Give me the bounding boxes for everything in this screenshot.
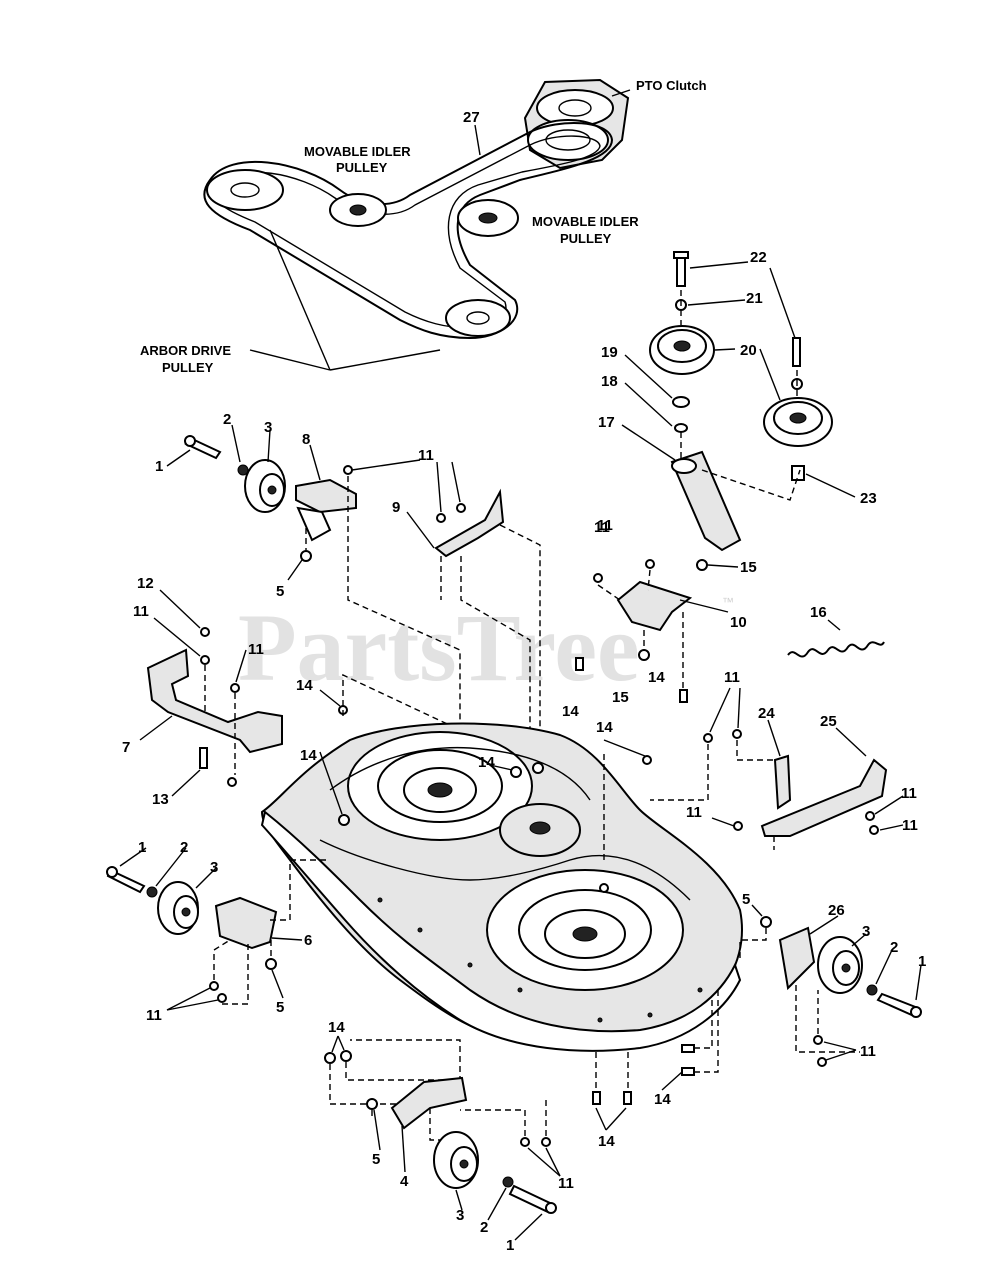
callout-numbers: 27 22 21 20 19 18 23 17 15 11 10 16 9 8 … xyxy=(122,109,926,1254)
callout: 5 xyxy=(276,583,284,600)
callout: 7 xyxy=(122,739,130,756)
bottom-wheel-assembly xyxy=(324,1035,561,1241)
callout: 18 xyxy=(601,373,618,390)
brackets-24-25 xyxy=(650,687,904,850)
callout: 19 xyxy=(601,344,618,361)
caption-pto-clutch: PTO Clutch xyxy=(636,78,707,93)
callout: 14 xyxy=(478,754,495,771)
callout: 1 xyxy=(155,458,163,475)
callout: 14 xyxy=(300,747,317,764)
callout: 15 xyxy=(740,559,757,576)
caption-movable-idler-right-line2: PULLEY xyxy=(560,231,612,246)
callout: 2 xyxy=(223,411,231,428)
callout: 2 xyxy=(890,939,898,956)
callout: 11 xyxy=(686,804,702,821)
belt-assembly xyxy=(203,78,631,371)
callout: 11 xyxy=(901,785,917,802)
callout: 3 xyxy=(862,923,870,940)
movable-idler-pulley-right xyxy=(457,199,519,237)
callout: 11 xyxy=(724,669,740,686)
callout: 26 xyxy=(828,902,845,919)
caption-movable-idler-right-line1: MOVABLE IDLER xyxy=(532,214,639,229)
callout: 24 xyxy=(758,705,775,722)
callout: 6 xyxy=(304,932,312,949)
callout: 10 xyxy=(730,614,747,631)
caption-arbor-drive-line1: ARBOR DRIVE xyxy=(140,343,231,358)
callout: 11 xyxy=(902,817,918,834)
callout: 22 xyxy=(750,249,767,266)
left-front-wheel-assembly xyxy=(106,847,330,1011)
watermark: PartsTree xyxy=(238,594,640,701)
watermark-trademark: ™ xyxy=(722,595,734,609)
callout: 14 xyxy=(648,669,665,686)
callout: 1 xyxy=(918,953,926,970)
callout: 14 xyxy=(598,1133,615,1150)
callout: 9 xyxy=(392,499,400,516)
callout: 4 xyxy=(400,1173,409,1190)
left-rear-wheel-assembly xyxy=(166,424,357,581)
callout: 1 xyxy=(506,1237,514,1254)
callout: 5 xyxy=(372,1151,380,1168)
callout: 11 xyxy=(597,517,613,534)
callout: 15 xyxy=(612,689,629,706)
callout: 3 xyxy=(456,1207,464,1224)
movable-idler-pulley-top xyxy=(329,193,387,227)
callout: 3 xyxy=(264,419,272,436)
callout: 11 xyxy=(860,1043,876,1060)
callout: 2 xyxy=(480,1219,488,1236)
callout: 3 xyxy=(210,859,218,876)
callout: 14 xyxy=(654,1091,671,1108)
pto-clutch xyxy=(523,78,630,170)
callout: 16 xyxy=(810,604,827,621)
idler-pulley-hardware xyxy=(621,251,856,552)
callout: 5 xyxy=(276,999,284,1016)
mower-deck xyxy=(260,722,743,1052)
bracket-7-assembly xyxy=(139,589,461,797)
caption-arbor-drive-line2: PULLEY xyxy=(162,360,214,375)
callout: 14 xyxy=(328,1019,345,1036)
callout: 5 xyxy=(742,891,750,908)
callout: 11 xyxy=(146,1007,162,1024)
callout: 11 xyxy=(594,519,610,536)
callout: 8 xyxy=(302,431,310,448)
bracket-9-assembly xyxy=(343,459,541,740)
callout: 11 xyxy=(418,447,434,464)
callout: 12 xyxy=(137,575,154,592)
callout: 2 xyxy=(180,839,188,856)
callout: 17 xyxy=(598,414,615,431)
arbor-drive-pulley-left xyxy=(206,169,284,211)
callout: 1 xyxy=(138,839,146,856)
callout: 20 xyxy=(740,342,757,359)
callout: 23 xyxy=(860,490,877,507)
callout: 13 xyxy=(152,791,169,808)
callout: 11 xyxy=(558,1175,574,1192)
caption-movable-idler-top-line2: PULLEY xyxy=(336,160,388,175)
callout: 14 xyxy=(562,703,579,720)
callout: 11 xyxy=(248,641,264,658)
callout: 14 xyxy=(596,719,613,736)
caption-movable-idler-top-line1: MOVABLE IDLER xyxy=(304,144,411,159)
arbor-drive-pulley-lower xyxy=(445,299,511,337)
callout: 14 xyxy=(296,677,313,694)
callout: 21 xyxy=(746,290,763,307)
right-front-wheel-assembly xyxy=(592,904,922,1131)
spring-16 xyxy=(787,641,885,658)
callout: 11 xyxy=(133,603,149,620)
callout: 27 xyxy=(463,109,480,126)
bracket-10-assembly xyxy=(575,559,885,703)
callout: 25 xyxy=(820,713,837,730)
